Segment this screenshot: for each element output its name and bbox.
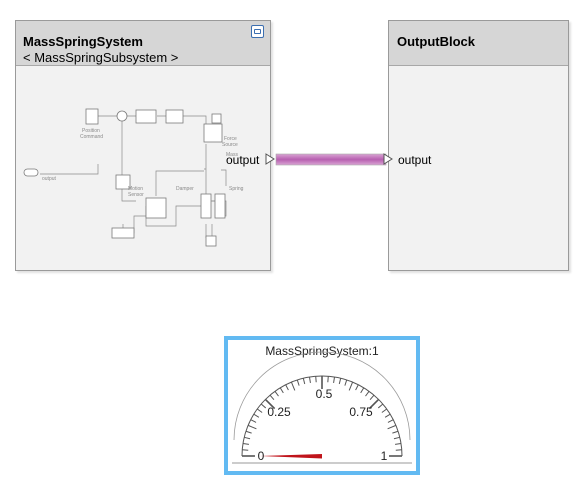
gauge-tick xyxy=(369,394,375,401)
gauge-tick-label: 0.5 xyxy=(316,387,333,401)
motion-sensor-block xyxy=(115,174,131,190)
gauge-tick xyxy=(384,413,391,418)
sum-block xyxy=(116,110,128,122)
gauge-tick xyxy=(338,378,342,385)
gauge-tick xyxy=(387,419,394,423)
gauge-tick xyxy=(395,442,402,445)
thumb-label: Force xyxy=(224,136,237,142)
gauge-tick xyxy=(302,378,306,385)
thumb-label: Damper xyxy=(176,186,194,192)
gauge-tick xyxy=(360,387,365,394)
gauge-tick xyxy=(348,381,354,391)
output-block[interactable]: OutputBlock xyxy=(388,20,569,271)
gauge-tick xyxy=(244,436,251,440)
thumb-label: Sensor xyxy=(128,192,144,198)
input-port-label: output xyxy=(398,153,432,167)
gauge-tick xyxy=(393,436,400,440)
model-reference-block[interactable]: MassSpringSystem < MassSpringSubsystem > xyxy=(15,20,271,271)
gauge-tick xyxy=(253,413,260,418)
gauge-tick-label: 0 xyxy=(258,449,265,463)
integrator-block xyxy=(165,109,184,124)
gauge-tick-label: 1 xyxy=(381,449,388,463)
thumb-label: Motion xyxy=(128,186,143,192)
gauge-tick xyxy=(355,384,359,391)
gain-block xyxy=(135,109,157,124)
input-port-icon[interactable] xyxy=(381,152,395,166)
gauge-tick xyxy=(285,384,289,391)
gauge-needle-shape xyxy=(260,454,322,459)
thumb-label: Source xyxy=(222,142,238,148)
thumb-label: output xyxy=(42,176,57,182)
gauge-tick xyxy=(381,408,388,413)
gauge-tick xyxy=(256,408,263,413)
gauge-tick-label: 0.75 xyxy=(349,405,373,419)
gauge-title: MassSpringSystem:1 xyxy=(265,344,379,358)
gauge-tick xyxy=(242,442,249,445)
gauge-tick xyxy=(290,381,296,391)
gauge-tick xyxy=(250,419,257,423)
gauge-tick xyxy=(308,376,311,383)
subsystem-thumbnail: Position Command Force Source Mass Motio… xyxy=(23,108,244,247)
spring-block xyxy=(214,193,226,219)
mass-left-block xyxy=(200,193,212,219)
block-title: MassSpringSystem xyxy=(23,34,143,49)
block-title: OutputBlock xyxy=(397,34,475,49)
gauge-tick xyxy=(274,390,279,397)
gauge-tick xyxy=(264,398,276,410)
gauge-tick-label: 0.25 xyxy=(267,405,291,419)
gauge-tick xyxy=(377,403,384,409)
damper-block xyxy=(145,197,167,219)
gauge-tick xyxy=(368,398,380,410)
gauge-block[interactable]: MassSpringSystem:1 0 0.25 0.5 0.75 1 xyxy=(224,336,420,475)
block-header: MassSpringSystem < MassSpringSubsystem > xyxy=(16,21,270,66)
gauge-tick xyxy=(387,424,397,430)
gauge-tick xyxy=(344,379,348,386)
output-port-label: output xyxy=(226,153,260,167)
thumb-label: Position xyxy=(82,128,100,134)
force-source-block xyxy=(203,123,223,143)
gauge-tick xyxy=(245,430,252,434)
gauge-tick xyxy=(333,376,336,383)
output-port-icon[interactable] xyxy=(263,152,277,166)
position-command-block xyxy=(85,108,99,125)
thumb-label: Spring xyxy=(229,186,244,192)
output-port-block xyxy=(23,168,39,177)
small-block xyxy=(211,113,222,124)
gauge-needle xyxy=(260,454,322,459)
ground-block xyxy=(205,235,217,247)
model-reference-icon[interactable] xyxy=(251,25,264,38)
thumb-label: Mass xyxy=(226,152,238,158)
gauge-tick xyxy=(392,430,399,434)
gauge-tick xyxy=(279,387,284,394)
gauge-outer-arc xyxy=(233,351,411,441)
gauge-tick xyxy=(269,394,275,401)
gauge-ticks xyxy=(242,376,402,457)
block-subtitle: < MassSpringSubsystem > xyxy=(23,50,179,65)
gauge-tick xyxy=(260,403,267,409)
gauge-tick xyxy=(296,379,300,386)
sensor-output-block xyxy=(111,227,135,239)
gauge-tick xyxy=(247,424,257,430)
thumb-label: Command xyxy=(80,134,103,140)
block-header: OutputBlock xyxy=(389,21,568,66)
gauge-dial: 0 0.25 0.5 0.75 1 xyxy=(232,351,412,464)
gauge-tick xyxy=(365,390,370,397)
